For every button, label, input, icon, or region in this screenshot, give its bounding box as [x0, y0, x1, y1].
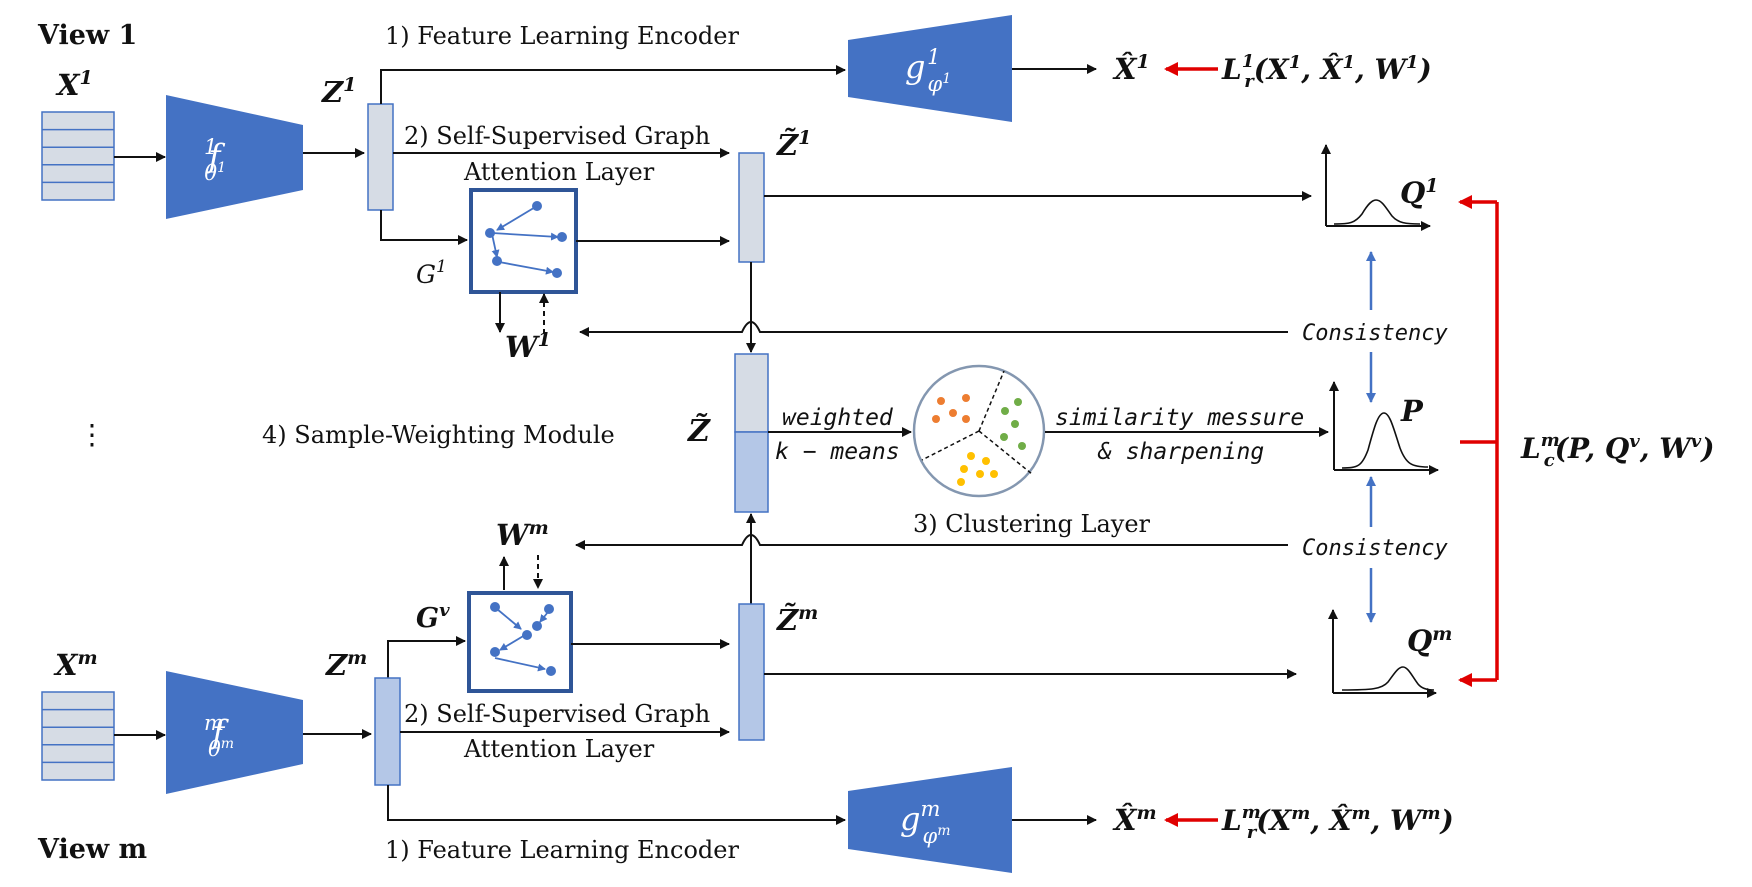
arrow-z1-to-decoder: [380, 65, 846, 104]
wm-label: Wm: [496, 517, 549, 552]
qm-plot: [1328, 609, 1437, 698]
red-bracket-loss-c: [1458, 195, 1499, 687]
similarity-label: similarity messure: [1055, 405, 1304, 431]
ssgal-top-label-2: Attention Layer: [463, 158, 655, 186]
arrow-zm-to-graph-bottom: [387, 636, 466, 678]
arrow-z1-to-graph-top: [380, 210, 468, 245]
zt-center-label: Z̃: [687, 414, 711, 449]
zt1-label: Z̃1: [776, 127, 811, 162]
g1-label: G1: [416, 257, 447, 289]
consistency-bottom-label: Consistency: [1302, 536, 1448, 561]
w1-label: W1: [505, 329, 551, 364]
input-xm-stack: [41, 691, 115, 781]
ztm-bar: [738, 603, 765, 741]
ssgal-bottom-label-2: Attention Layer: [463, 735, 655, 763]
decoder-bottom-label: gφmm: [900, 797, 950, 848]
clustering-label: 3) Clustering Layer: [913, 510, 1151, 538]
view-1-label: View 1: [37, 20, 137, 51]
consistency-top-label: Consistency: [1302, 321, 1448, 346]
ztm-label: Z̃m: [776, 602, 818, 637]
fle-top-label: 1) Feature Learning Encoder: [385, 22, 739, 50]
decoder-top-label: gφ11: [905, 45, 951, 96]
q1-label: Q1: [1400, 175, 1439, 210]
input-x1-stack: [41, 111, 115, 201]
xhatm-label: X̂m: [1112, 802, 1157, 837]
zm-label: Zm: [325, 647, 367, 682]
zm-bar: [374, 677, 401, 786]
cluster-circle: [912, 364, 1046, 498]
graph-attention-box-bottom: [467, 591, 573, 693]
decoder-bottom-block: [848, 767, 1012, 873]
weighted-label: weighted: [782, 405, 894, 431]
arrow-zm-to-decoder: [387, 785, 846, 825]
sharpening-label: & sharpening: [1097, 439, 1264, 465]
sample-weighting-label: 4) Sample-Weighting Module: [262, 421, 615, 449]
decoder-top-block: [848, 15, 1012, 122]
ssgal-bottom-label-1: 2) Self-Supervised Graph: [404, 700, 710, 728]
zt-center-bar: [734, 353, 769, 513]
q1-plot: [1321, 144, 1431, 231]
xhat1-label: X̂1: [1112, 51, 1150, 86]
z1-label: Z1: [321, 74, 356, 109]
zt1-bar: [738, 152, 765, 263]
arrow-consistency-top-to-w1: [579, 321, 1288, 337]
p-plot: [1329, 381, 1439, 475]
gv-label: Gv: [416, 600, 450, 634]
view-ellipsis: ⋮: [78, 418, 106, 451]
kmeans-label: k − means: [775, 439, 900, 465]
graph-attention-box-top: [469, 188, 578, 294]
fle-bottom-label: 1) Feature Learning Encoder: [385, 836, 739, 864]
ssgal-top-label-1: 2) Self-Supervised Graph: [404, 122, 710, 150]
z1-bar: [367, 103, 394, 211]
encoder-bottom-block: [166, 671, 303, 794]
input-xm-label: Xm: [53, 647, 98, 682]
input-x1-label: X1: [55, 67, 93, 102]
view-m-label: View m: [37, 834, 147, 865]
p-label: P: [1400, 394, 1424, 428]
encoder-top-block: [166, 95, 303, 219]
qm-label: Qm: [1407, 623, 1452, 658]
